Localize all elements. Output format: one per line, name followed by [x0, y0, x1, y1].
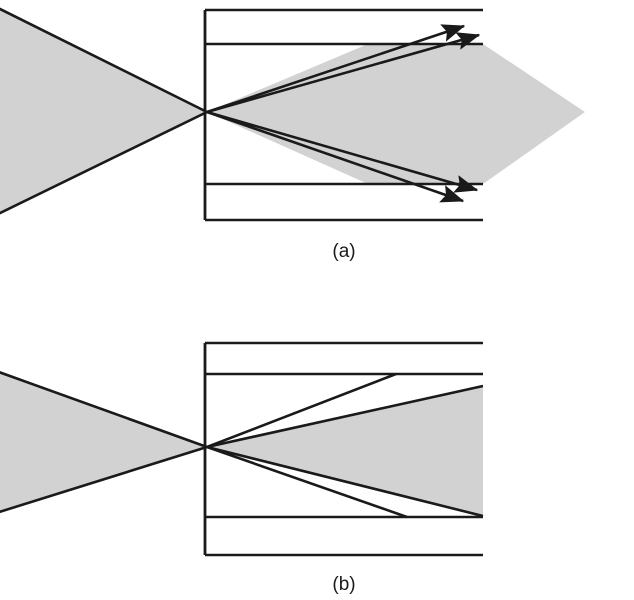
panel-a-incoming-beam: [0, 8, 207, 214]
panel-b-outgoing-beam: [207, 386, 483, 516]
panel-b-incoming-beam-upper-edge: [0, 371, 208, 449]
panel-a-incoming-beam-upper-edge: [0, 7, 208, 114]
panel-a-incoming-beam-lower-edge: [0, 110, 208, 215]
panel-b-ray-lower-shallow: [206, 445, 484, 518]
panel-b-incoming-beam-lower-edge: [0, 445, 208, 514]
panel-b-ray-lower-steep: [206, 445, 408, 519]
panel-a-ray-lower-2: [206, 110, 465, 203]
panel-a-ray-upper-2: [206, 32, 481, 114]
panel-b-incoming-beam: [0, 372, 207, 512]
panel-b: (b): [0, 341, 484, 595]
panel-b-ray-upper-steep: [206, 372, 397, 449]
panel-a-ray-lower-1: [206, 110, 479, 193]
panel-b-ray-upper-shallow: [206, 384, 484, 449]
panel-a-ray-upper-1: [206, 24, 466, 114]
panel-a: (a): [0, 7, 585, 262]
panel-a-caption: (a): [332, 241, 355, 262]
panel-b-caption: (b): [332, 574, 355, 595]
panel-a-outgoing-beam: [207, 44, 585, 184]
